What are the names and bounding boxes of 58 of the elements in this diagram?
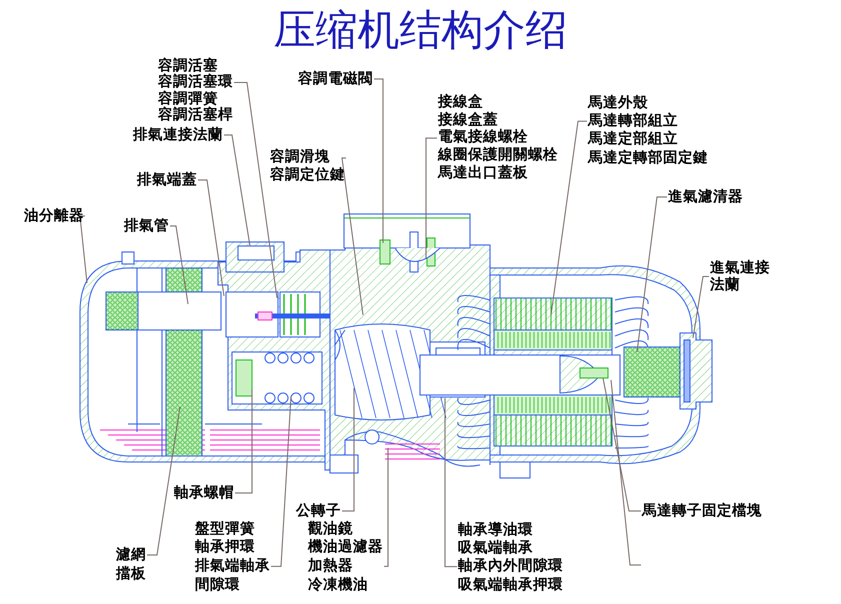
part-name: 容調活塞桿 <box>158 107 233 124</box>
diagram-title: 压缩机结构介绍 <box>272 4 568 56</box>
part-name: 擋板 <box>116 564 146 584</box>
leader-line <box>384 448 388 567</box>
leader-line <box>426 138 438 258</box>
part-name: 馬達定轉部固定鍵 <box>588 148 708 168</box>
leader-line <box>692 276 710 338</box>
leader-line <box>170 226 188 304</box>
part-name: 接線盒蓋 <box>438 112 498 128</box>
part-name: 接線盒 <box>438 94 483 112</box>
part-name: 進氣濾清器 <box>668 188 743 206</box>
part-name: 排氣端軸承 <box>195 557 270 576</box>
part-name: 機油過濾器 <box>308 538 383 558</box>
part-name: 軸承內外間隙環 <box>458 557 563 576</box>
part-name: 間隙環 <box>195 576 240 594</box>
part-name: 吸氣端軸承押環 <box>458 576 563 594</box>
part-name: 電氣接線螺栓 <box>438 129 528 146</box>
part-name: 吸氣端軸承 <box>458 539 533 558</box>
part-name: 容調彈簧 <box>158 90 218 107</box>
part-name: 軸承導油環 <box>458 520 533 540</box>
leader-line <box>550 120 588 316</box>
leader-line <box>636 196 668 352</box>
part-name: 軸承螺帽 <box>174 484 234 502</box>
part-name: 容調電磁閥 <box>298 70 373 88</box>
leader-line <box>602 378 642 512</box>
part-name: 冷凍機油 <box>308 576 368 594</box>
part-name: 排氣連接法蘭 <box>133 126 223 144</box>
part-name: 加熱器 <box>308 557 353 576</box>
leader-line <box>234 82 278 298</box>
part-name: 容調滑塊 <box>270 149 330 166</box>
part-name: 觀油鏡 <box>308 520 353 538</box>
leader-line <box>342 388 354 512</box>
part-name: 排氣端蓋 <box>137 172 197 188</box>
part-name: 盤型彈簧 <box>195 520 255 538</box>
part-name: 油分離器 <box>24 208 84 224</box>
part-name: 線圈保護開關螺栓 <box>438 146 558 164</box>
leader-line <box>79 216 88 284</box>
leader-line <box>270 396 292 567</box>
part-name: 容調活塞 <box>158 58 218 74</box>
leader-line <box>224 134 250 246</box>
part-name: 馬達定部組立 <box>588 130 678 149</box>
leader-line <box>444 398 458 568</box>
part-name: 馬達外殼 <box>588 94 648 112</box>
part-name: 馬達轉子固定檔塊 <box>642 502 762 520</box>
part-name: 馬達出口蓋板 <box>438 164 528 182</box>
leader-line <box>374 78 384 244</box>
part-name: 軸承押環 <box>195 538 255 558</box>
part-name: 容調活塞環 <box>158 74 233 90</box>
leader-line <box>341 158 364 316</box>
part-name: 濾網 <box>116 546 146 564</box>
part-name: 排氣管 <box>124 218 169 234</box>
part-name: 公轉子 <box>296 502 341 520</box>
leader-line <box>234 388 252 494</box>
leader-line <box>198 180 224 296</box>
part-name: 容調定位鍵 <box>270 166 345 184</box>
part-name: 進氣連接法蘭 <box>710 260 771 294</box>
part-name: 馬達轉部組立 <box>588 112 678 130</box>
leader-line <box>146 406 180 556</box>
